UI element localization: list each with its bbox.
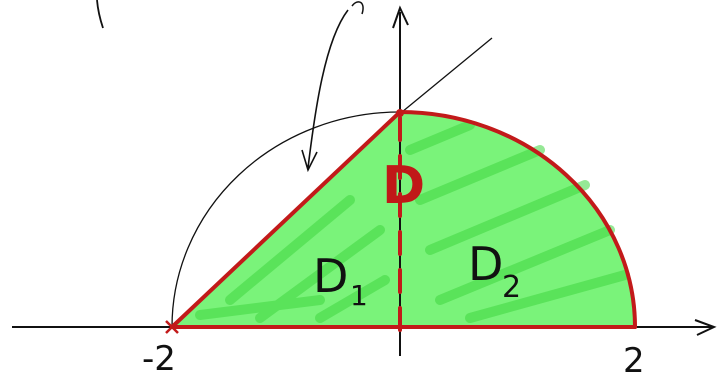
subregion-right-index: 2: [502, 270, 521, 305]
region-boundary: [170, 110, 637, 332]
region-label: D: [382, 156, 425, 216]
pointer-arrow: [301, 9, 349, 173]
endpoint-top-dot: [396, 109, 404, 117]
sketch-line: [401, 37, 493, 113]
subregion-right-letter: D: [468, 237, 503, 291]
subregion-left-letter: D: [313, 249, 348, 303]
tick-label-left: -2: [142, 339, 176, 379]
shaded-region: [172, 112, 635, 327]
sketch-stroke-top: [96, 0, 104, 29]
endpoint-left-mark: [165, 320, 179, 334]
semicircle-arc: [171, 111, 401, 328]
tick-label-right: 2: [623, 341, 645, 380]
y-axis: [392, 5, 409, 356]
subregion-left-index: 1: [350, 279, 368, 312]
sketch-stroke-small: [351, 1, 364, 15]
